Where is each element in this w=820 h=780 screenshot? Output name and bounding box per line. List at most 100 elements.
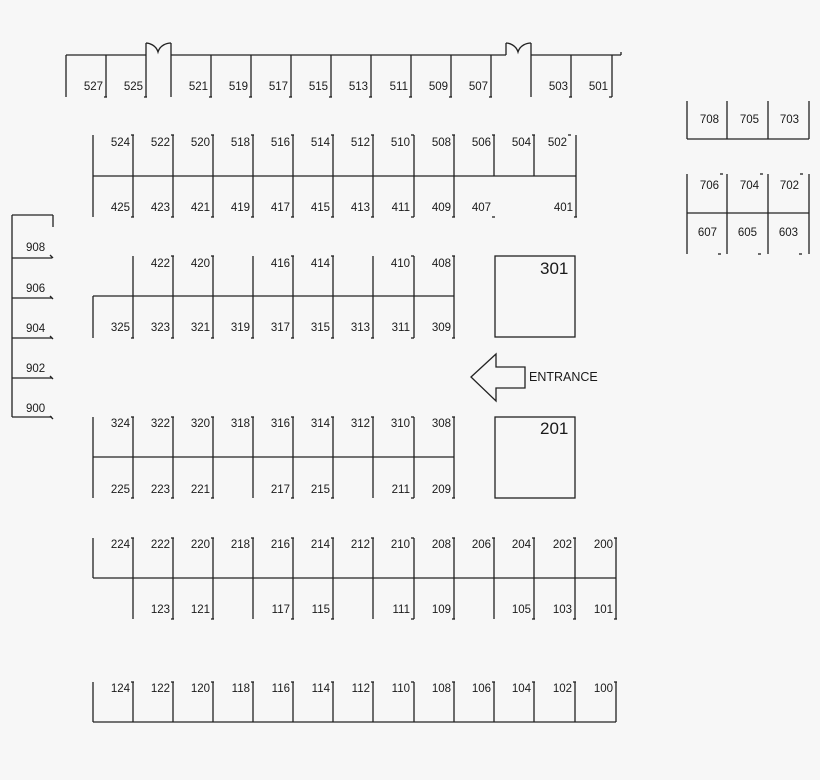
unit-label-310: 310 <box>390 418 410 430</box>
unit-label-520: 520 <box>190 137 210 149</box>
unit-label-217: 217 <box>270 484 290 496</box>
unit-label-220: 220 <box>190 539 210 551</box>
unit-label-206: 206 <box>471 539 491 551</box>
unit-label-517: 517 <box>268 81 288 93</box>
unit-label-518: 518 <box>230 137 250 149</box>
unit-label-702: 702 <box>779 180 799 192</box>
unit-label-522: 522 <box>150 137 170 149</box>
unit-label-514: 514 <box>310 137 330 149</box>
unit-label-908: 908 <box>26 242 46 254</box>
unit-label-103: 103 <box>552 604 572 616</box>
block-400-dividers <box>92 135 577 217</box>
unit-label-423: 423 <box>150 202 170 214</box>
unit-301-label: 301 <box>540 259 569 278</box>
unit-label-224: 224 <box>110 539 130 551</box>
unit-label-311: 311 <box>391 322 410 334</box>
unit-label-605: 605 <box>737 227 757 239</box>
entrance-label: ENTRANCE <box>529 370 598 384</box>
unit-label-115: 115 <box>311 604 330 616</box>
unit-label-209: 209 <box>431 484 451 496</box>
row-500-dividers <box>65 55 613 97</box>
unit-label-319: 319 <box>230 322 250 334</box>
unit-label-222: 222 <box>150 539 170 551</box>
unit-label-223: 223 <box>150 484 170 496</box>
unit-label-510: 510 <box>390 137 410 149</box>
unit-label-118: 118 <box>231 683 250 695</box>
unit-label-120: 120 <box>190 683 210 695</box>
unit-label-317: 317 <box>270 322 290 334</box>
unit-label-312: 312 <box>350 418 370 430</box>
row-100-dividers <box>92 682 617 722</box>
unit-tick-906 <box>49 295 54 300</box>
unit-label-507: 507 <box>468 81 488 93</box>
block-300-dividers <box>92 256 455 338</box>
block-200-dividers <box>92 417 455 498</box>
unit-301-box <box>494 255 576 338</box>
unit-label-116: 116 <box>271 683 290 695</box>
unit-label-101: 101 <box>593 604 613 616</box>
unit-label-202: 202 <box>552 539 572 551</box>
unit-label-906: 906 <box>26 283 46 295</box>
unit-tick-902 <box>49 375 54 380</box>
unit-label-417: 417 <box>270 202 290 214</box>
unit-label-416: 416 <box>270 258 290 270</box>
unit-label-314: 314 <box>310 418 330 430</box>
unit-label-504: 504 <box>511 137 531 149</box>
unit-label-106: 106 <box>471 683 491 695</box>
unit-201-label: 201 <box>540 419 569 438</box>
unit-label-511: 511 <box>389 81 408 93</box>
unit-label-214: 214 <box>310 539 330 551</box>
unit-label-117: 117 <box>271 604 290 616</box>
unit-label-322: 322 <box>150 418 170 430</box>
unit-label-509: 509 <box>428 81 448 93</box>
unit-label-512: 512 <box>350 137 370 149</box>
unit-label-204: 204 <box>511 539 531 551</box>
unit-label-502: 502 <box>547 137 567 149</box>
unit-tick-904 <box>49 335 54 340</box>
unit-label-515: 515 <box>308 81 328 93</box>
units-900-lines <box>12 257 52 418</box>
unit-label-111: 111 <box>392 604 410 616</box>
unit-label-503: 503 <box>548 81 568 93</box>
units-600-dividers <box>686 174 810 254</box>
unit-label-308: 308 <box>431 418 451 430</box>
block-100-dividers <box>92 538 617 619</box>
unit-label-506: 506 <box>471 137 491 149</box>
unit-label-124: 124 <box>110 683 130 695</box>
unit-label-323: 323 <box>150 322 170 334</box>
unit-label-414: 414 <box>310 258 330 270</box>
unit-label-513: 513 <box>348 81 368 93</box>
unit-label-508: 508 <box>431 137 451 149</box>
unit-label-603: 603 <box>778 227 798 239</box>
unit-label-516: 516 <box>270 137 290 149</box>
unit-label-527: 527 <box>83 81 103 93</box>
unit-label-325: 325 <box>110 322 130 334</box>
unit-tick-900 <box>49 415 54 420</box>
unit-label-102: 102 <box>552 683 572 695</box>
unit-label-212: 212 <box>350 539 370 551</box>
unit-label-100: 100 <box>593 683 613 695</box>
unit-label-521: 521 <box>188 81 208 93</box>
unit-label-705: 705 <box>739 114 759 126</box>
unit-label-419: 419 <box>230 202 250 214</box>
unit-label-524: 524 <box>110 137 130 149</box>
units-700-wall <box>686 101 810 140</box>
unit-label-221: 221 <box>190 484 210 496</box>
unit-label-122: 122 <box>150 683 170 695</box>
unit-label-318: 318 <box>230 418 250 430</box>
unit-label-411: 411 <box>391 202 410 214</box>
unit-label-422: 422 <box>150 258 170 270</box>
unit-label-519: 519 <box>228 81 248 93</box>
unit-label-105: 105 <box>511 604 531 616</box>
unit-label-408: 408 <box>431 258 451 270</box>
units-900-wall <box>11 214 54 417</box>
unit-label-104: 104 <box>511 683 531 695</box>
unit-label-321: 321 <box>190 322 210 334</box>
unit-label-425: 425 <box>110 202 130 214</box>
unit-label-123: 123 <box>150 604 170 616</box>
unit-label-703: 703 <box>779 114 799 126</box>
unit-label-407: 407 <box>471 202 491 214</box>
entrance-arrow-icon <box>470 352 526 403</box>
